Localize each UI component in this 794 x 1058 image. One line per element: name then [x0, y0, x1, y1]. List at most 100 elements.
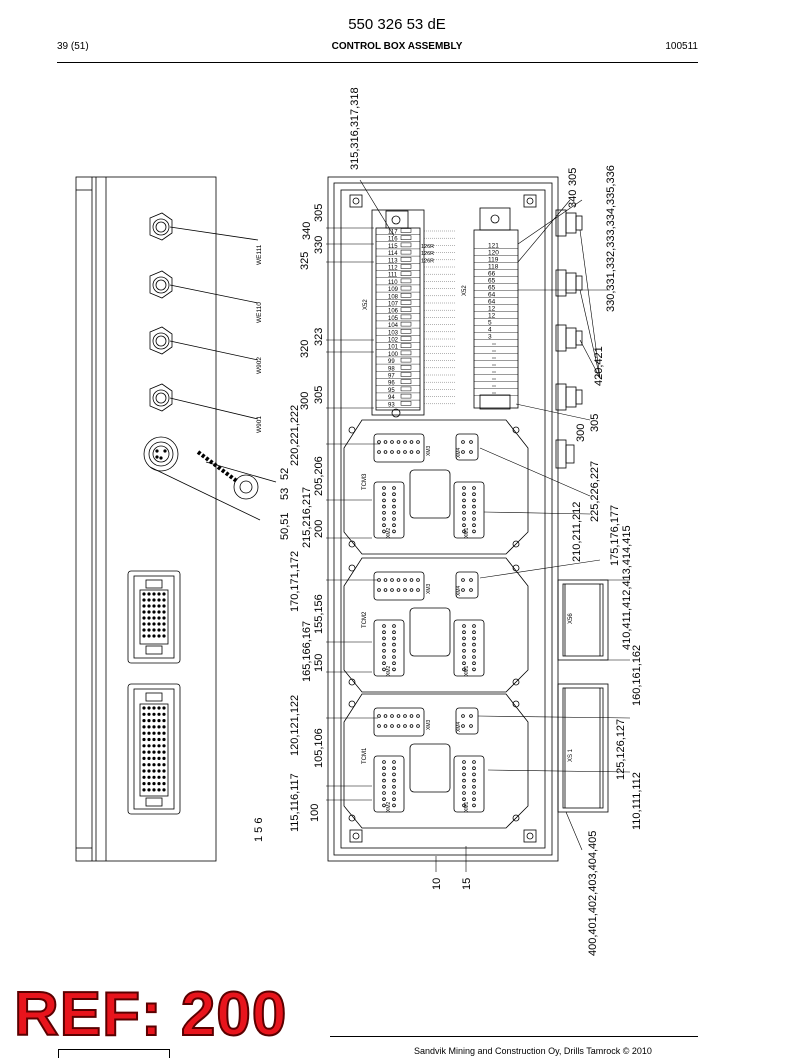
pin-dot: [472, 529, 476, 534]
terminal-strip-right: [473, 207, 519, 410]
pin-dot: [472, 636, 476, 641]
pin-dot: [392, 648, 396, 653]
door-panel: [75, 176, 217, 862]
pin-dot: [472, 797, 476, 801]
pin-dot: [142, 592, 146, 596]
pin-dot: [162, 725, 166, 729]
pin-dot: [461, 714, 465, 718]
pin-dot: [409, 714, 414, 718]
pin-dot: [147, 756, 151, 761]
pin-dot: [392, 486, 396, 490]
pin-grid-large: [142, 706, 166, 792]
pin-dot: [461, 450, 465, 454]
pin-dot: [152, 756, 156, 761]
mount-screw: [348, 426, 356, 434]
pin-dot: [142, 725, 146, 729]
terminal-strip-left: [371, 209, 425, 418]
module-name: TCM2: [362, 611, 368, 628]
pin-dot: [472, 766, 476, 770]
pin-dot: [147, 616, 151, 620]
pin-dot: [462, 667, 466, 672]
pin-dot: [162, 622, 166, 626]
pin-dot: [147, 610, 151, 614]
connector-xm1: [453, 755, 485, 813]
pin-dot: [462, 648, 466, 653]
side-rail-xs1: [557, 683, 609, 813]
pin-dot: [162, 610, 166, 614]
pin-dot: [157, 598, 161, 602]
pin-dot: [142, 769, 146, 773]
pin-dot: [157, 737, 161, 742]
pin-dot: [472, 504, 476, 509]
module-outline: [343, 419, 529, 555]
connector-label: XM1: [464, 528, 470, 539]
pin-dot: [162, 782, 166, 786]
connector-label: XM2: [386, 802, 392, 813]
pin-dot: [462, 766, 466, 770]
pin-dot: [152, 634, 156, 638]
terminal-left-label: 107: [388, 302, 399, 308]
callout-15: 15: [461, 878, 473, 890]
pin-dot: [157, 712, 161, 716]
pin-dot: [392, 498, 396, 503]
pin-dot: [472, 630, 476, 634]
pin-dot: [152, 775, 156, 779]
connector-label: XM4: [456, 586, 462, 597]
pin-dot: [142, 719, 146, 723]
callout-170: 170,171,172: [289, 551, 301, 612]
callout-220: 220,221,222: [289, 405, 301, 466]
pin-dot: [157, 782, 161, 786]
terminal-clamp: [400, 235, 412, 240]
pin-dot: [162, 775, 166, 779]
cable-plug-icons: [149, 212, 259, 420]
pin-dot: [152, 744, 156, 748]
callout-160: 160,161,162: [631, 645, 643, 706]
pin-dot: [147, 788, 151, 792]
ref-stamp: REF: 200: [13, 980, 288, 1049]
pin-dot: [152, 719, 156, 723]
terminal-right-label: 4: [488, 327, 492, 334]
terminal-note: 126R: [421, 251, 434, 257]
pin-dot: [382, 492, 386, 497]
pin-dot: [396, 450, 401, 454]
pin-dot: [462, 797, 466, 801]
module-name: TCM3: [362, 473, 368, 490]
pin-dot: [142, 775, 146, 779]
pin-dot: [152, 604, 156, 608]
plug-label-we110: WE110: [256, 302, 263, 323]
terminal-right-label: 12: [488, 306, 496, 313]
plug-label-w901: W901: [256, 416, 263, 433]
pin-dot: [396, 588, 401, 592]
terminal-clamp: [400, 379, 412, 384]
mount-screw: [512, 814, 520, 822]
document-number: 550 326 53 dE: [348, 16, 446, 33]
pin-dot: [472, 624, 476, 628]
callout-340b: 340: [567, 190, 579, 208]
pin-dot: [157, 788, 161, 792]
pin-dot: [152, 610, 156, 614]
pin-dot: [462, 778, 466, 783]
pin-dot: [403, 440, 407, 444]
callout-325: 325: [299, 252, 311, 270]
pin-dot: [377, 450, 381, 454]
pin-dot: [390, 578, 394, 582]
terminal-left-label: 108: [388, 294, 399, 300]
cable-gland-icons: [555, 209, 583, 469]
mount-screw: [348, 678, 356, 686]
terminal-left-label: 102: [388, 338, 399, 344]
mount-screw: [348, 540, 356, 548]
pin-dot: [147, 775, 151, 779]
callout-323: 323: [313, 328, 325, 346]
pin-dot: [157, 744, 161, 748]
pin-dot: [392, 642, 396, 647]
pin-dot: [147, 604, 151, 608]
pin-dot: [392, 760, 396, 764]
terminal-right-label: 118: [488, 264, 499, 271]
pin-dot: [416, 714, 420, 718]
pin-dot: [462, 642, 466, 647]
terminal-right-label: 64: [488, 299, 496, 306]
page-indicator: 39 (51): [57, 41, 89, 52]
callout-300a: 300: [299, 392, 311, 410]
pin-dot: [390, 724, 394, 728]
